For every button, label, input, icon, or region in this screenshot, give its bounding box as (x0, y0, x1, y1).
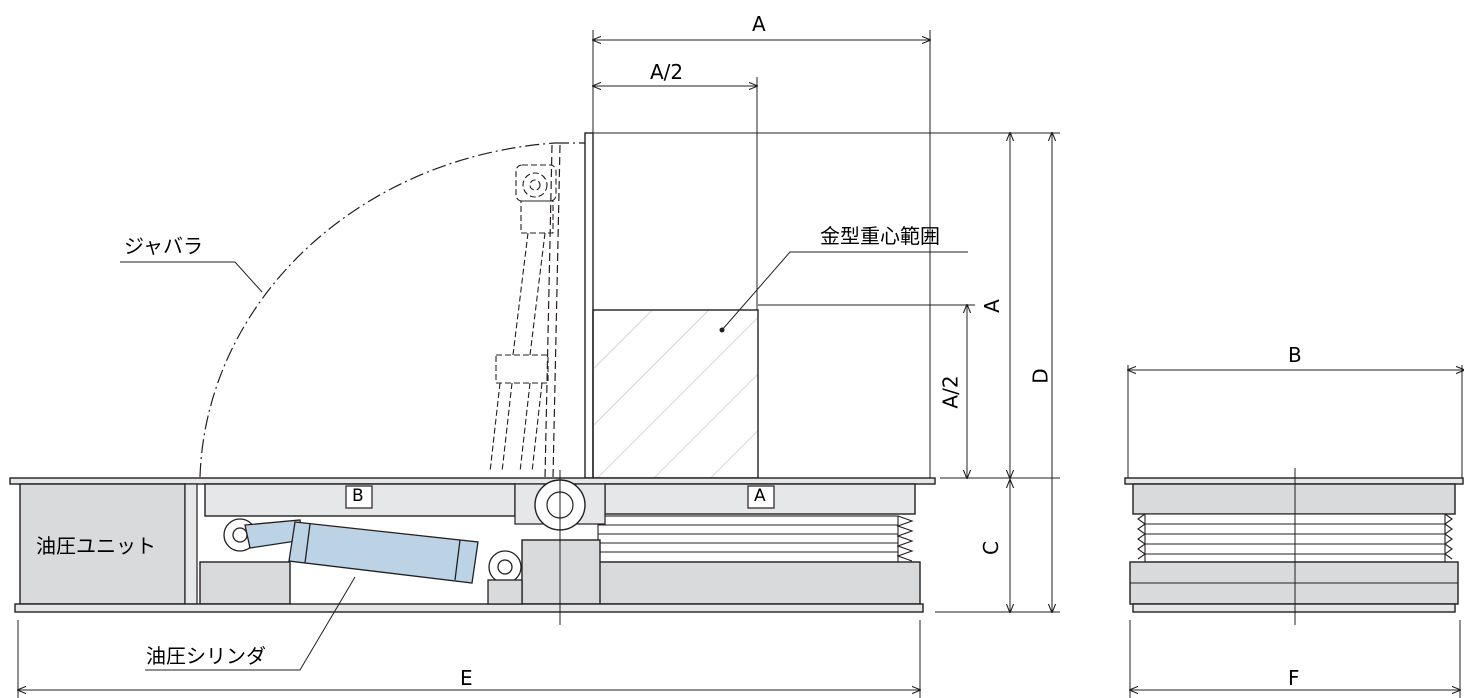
dim-d: D (1028, 368, 1053, 384)
hydraulic-unit-label: 油圧ユニット (36, 534, 156, 558)
marker-a-box (747, 485, 775, 509)
hydraulic-cylinder-label: 油圧シリンダ (146, 644, 266, 668)
dim-b: B (1288, 343, 1302, 367)
plate-marker-a: A (754, 486, 766, 506)
raised-table-plate (584, 132, 594, 479)
dim-a-top: A (752, 12, 766, 36)
hydraulic-unit-flange (184, 483, 198, 605)
base-block-left (199, 561, 291, 605)
dim-a-half-side: A/2 (938, 375, 963, 409)
die-cog-range-area (592, 309, 759, 479)
dim-f: F (1288, 666, 1300, 690)
center-support (521, 539, 601, 605)
die-cog-leader (721, 251, 968, 331)
plate-marker-b: B (352, 486, 364, 506)
bellows-leader (120, 261, 263, 293)
dim-a-side: A (979, 299, 1004, 313)
raised-table-phantom (544, 144, 561, 479)
bottom-plate (14, 603, 924, 613)
side-bottom-plate (1132, 603, 1456, 613)
dim-a-half-top: A/2 (650, 60, 684, 84)
bellows-folds (597, 515, 914, 563)
dim-c: C (978, 541, 1003, 555)
die-cog-range-label: 金型重心範囲 (820, 224, 940, 248)
hydraulic-cylinder (223, 518, 523, 605)
top-plate (9, 477, 936, 485)
marker-b-box (345, 485, 373, 509)
side-upper-frame (1132, 483, 1456, 515)
raised-cylinder-phantom (489, 164, 557, 473)
cylinder-leader (145, 576, 356, 671)
bellows-arc (199, 142, 556, 478)
side-top-plate (1124, 477, 1464, 485)
bellows-label: ジャバラ (124, 234, 203, 258)
base-block-right (597, 561, 921, 605)
dim-e: E (460, 666, 473, 690)
